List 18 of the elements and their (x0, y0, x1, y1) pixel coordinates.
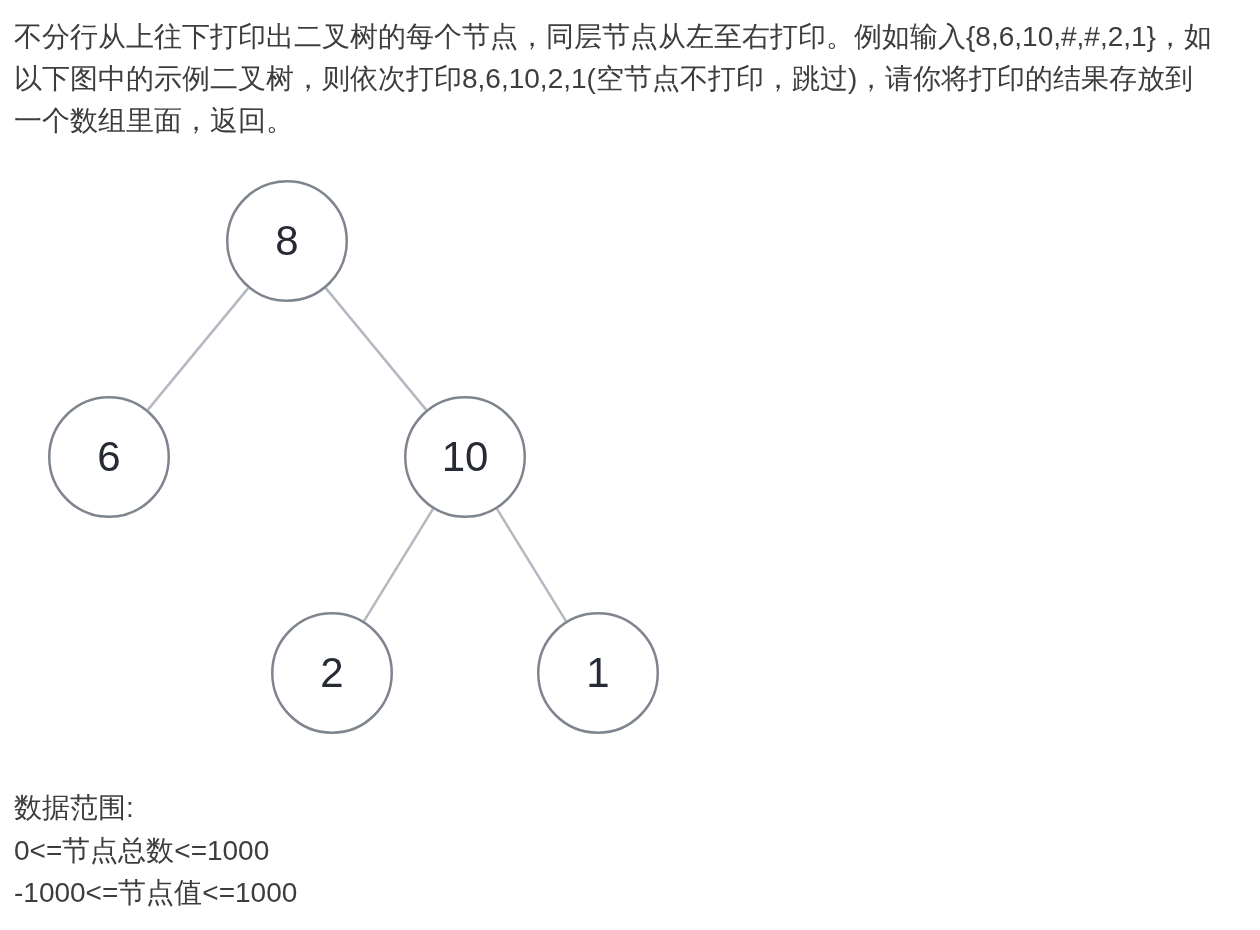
problem-statement: 不分行从上往下打印出二叉树的每个节点，同层节点从左至右打印。例如输入{8,6,10,#,#,2,1}，如以下图中的示例二叉树，则依次打印8,6,10,2,1(空节点不打印，跳过)，请你将打印的结果存放到一个数组里面，返回。 (14, 20, 1213, 138)
tree-node-circle (404, 396, 526, 518)
node-value: 2 (319, 648, 345, 698)
node-value: 10 (440, 432, 490, 482)
tree-edge (146, 287, 250, 411)
constraint-text: 数据范围: (14, 791, 134, 825)
tree-edge (324, 287, 428, 411)
tree-edge (362, 508, 435, 622)
tree-node-circle (271, 612, 393, 734)
node-value: 1 (585, 648, 611, 698)
constraint-text: -1000<=节点值<=1000 (14, 876, 298, 910)
tree-node-circle (48, 396, 170, 518)
tree-node-circle (226, 180, 348, 302)
node-value: 8 (274, 216, 300, 266)
node-value: 6 (96, 432, 122, 482)
constraint-text: 0<=节点总数<=1000 (14, 834, 270, 868)
tree-node-circle (537, 612, 659, 734)
tree-edge (495, 508, 568, 622)
